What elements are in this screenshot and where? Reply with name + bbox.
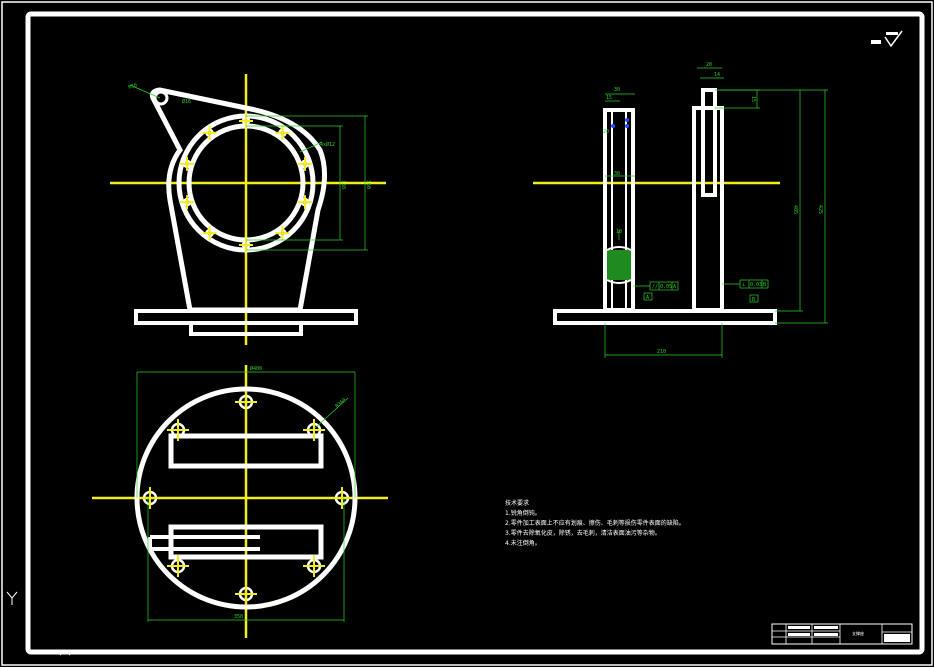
tol-right-value: 0.03: [750, 282, 762, 288]
leader-bolt-circle: [299, 141, 323, 153]
tol-symbol-perpendicular: ⊥: [742, 282, 745, 288]
front-dim-bolt-circle: 4xØ12: [320, 141, 335, 148]
title-block-fill: [884, 634, 910, 642]
side-dim-right-14: 14: [714, 72, 720, 78]
title-block-fill: [814, 633, 838, 636]
side-view: 30 15 20 30 10 20 14 15 405 425 210 // 0…: [533, 62, 828, 358]
front-lug-hole: [153, 90, 169, 106]
plan-dim-400: Ø400: [250, 365, 262, 372]
technical-notes: 技术要求 1.锐角倒钝。 2.零件加工表面上不应有划痕、擦伤、毛刺等损伤零件表面…: [505, 499, 685, 547]
front-view: R16 Ø16 4xØ12 138 160: [110, 74, 386, 345]
title-block-fill: [788, 626, 810, 629]
tol-frame-left: [649, 281, 679, 291]
ucs-icon: [6, 591, 71, 656]
side-dim-30: 30: [614, 87, 620, 93]
side-base-plate: [553, 309, 777, 325]
title-block-fill: [788, 633, 810, 636]
plan-bolt-holes: [139, 391, 353, 605]
note-item-1: 1.锐角倒钝。: [505, 509, 541, 517]
bolt-hole: [167, 555, 189, 577]
leader-r16: [129, 84, 161, 99]
bolt-hole: [275, 125, 290, 140]
front-dim-r16: R16: [128, 82, 139, 91]
bolt-hole: [167, 419, 189, 441]
bolt-hole: [180, 195, 195, 210]
title-block-part-name: 支撑座: [852, 630, 864, 636]
side-dim-15: 15: [606, 95, 612, 101]
side-marker: [611, 124, 615, 128]
bolt-hole: [303, 419, 325, 441]
side-dim-425: 425: [817, 205, 823, 214]
bolt-hole: [275, 226, 290, 241]
side-dim-405: 405: [792, 205, 798, 214]
front-bolt-holes: [180, 114, 312, 252]
bolt-hole: [235, 583, 257, 605]
front-dim-dia-hole: Ø16: [182, 98, 191, 105]
side-right-rod: [701, 88, 717, 197]
leader-r360: [314, 397, 349, 429]
roughness-symbol-icon: [871, 30, 903, 48]
tol-symbol-parallel: //: [652, 284, 658, 290]
side-right-post: [692, 106, 724, 312]
drawing-frame: [25, 11, 925, 655]
plan-lower-rib: [148, 535, 260, 551]
side-dim-10: 10: [616, 229, 622, 235]
bolt-hole: [180, 156, 195, 171]
notes-heading: 技术要求: [505, 499, 529, 507]
bolt-hole: [139, 487, 161, 509]
title-block-frame: [771, 623, 913, 645]
bolt-hole: [297, 195, 312, 210]
side-dim-mid: 30: [614, 171, 620, 177]
front-base-foot: [189, 321, 303, 336]
side-dim-right-15: 15: [750, 96, 756, 102]
side-break-line: [606, 246, 632, 284]
datum-a-label: A: [646, 295, 649, 301]
title-block-fill: [814, 626, 838, 629]
tol-left-datum: A: [673, 284, 676, 290]
note-item-2: 2.零件加工表面上不应有划痕、擦伤、毛刺等损伤零件表面的缺陷。: [505, 519, 685, 527]
side-marker: [625, 118, 629, 122]
bolt-hole: [303, 555, 325, 577]
plan-dim-350: 350: [234, 614, 243, 620]
datum-b-box: [749, 294, 759, 303]
side-dim-20: 20: [603, 129, 609, 135]
plan-dim-r360: R360: [334, 397, 347, 409]
side-marker: [625, 124, 629, 128]
datum-b-label: B: [752, 297, 755, 303]
front-dim-160: 160: [365, 180, 371, 189]
bolt-hole: [235, 391, 257, 413]
note-item-4: 4.未注倒角。: [505, 539, 541, 547]
tol-right-datum: B: [763, 282, 766, 288]
side-dim-right-20: 20: [706, 62, 712, 68]
bolt-hole: [202, 226, 217, 241]
tol-frame-right: [739, 279, 769, 289]
bolt-hole: [202, 125, 217, 140]
title-block: 支撑座: [771, 623, 913, 645]
bolt-hole: [331, 487, 353, 509]
side-left-post: [603, 108, 635, 312]
datum-a-box: [643, 292, 653, 301]
front-body-outline: [149, 87, 327, 313]
front-dim-138: 138: [340, 180, 346, 189]
plan-upper-slot: [168, 433, 324, 469]
tol-left-value: 0.05: [660, 284, 672, 290]
bottom-view: Ø400 R360 350: [92, 365, 388, 638]
bolt-hole: [297, 156, 312, 171]
side-section-hatch: [607, 250, 631, 280]
note-item-3: 3.零件去除氧化皮，除锈，去毛刺，清洁表面油污等杂物。: [505, 529, 661, 537]
side-dim-210: 210: [657, 349, 666, 355]
plan-lower-slot: [168, 524, 324, 560]
